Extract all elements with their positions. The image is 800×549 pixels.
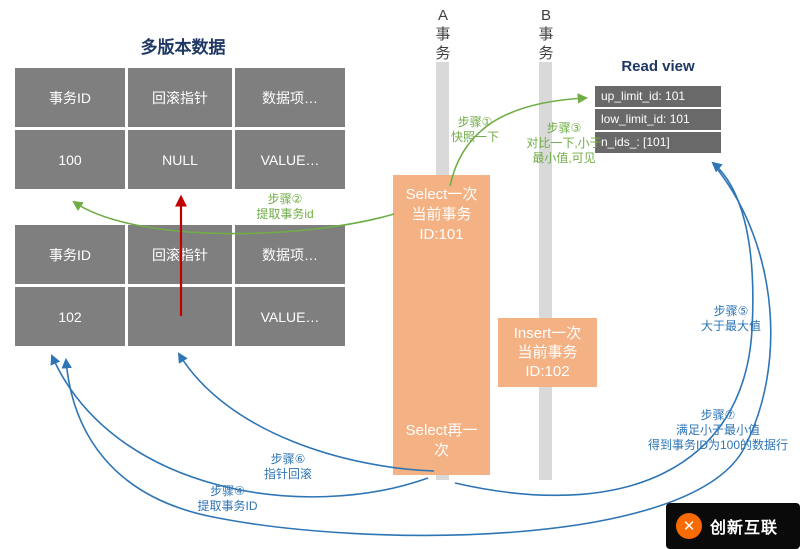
table-header-cell: 数据项… <box>235 68 345 127</box>
table-header-cell: 回滚指针 <box>128 68 232 127</box>
table-header-cell: 数据项… <box>235 225 345 284</box>
arrow-step4-extract-id <box>50 354 429 498</box>
table-data-cell: NULL <box>128 130 232 189</box>
step-5-label: 步骤⑤ 大于最大值 <box>700 304 761 333</box>
step-1-label: 步骤① 快照一下 <box>450 115 499 144</box>
table-data-cell: 100 <box>15 130 125 189</box>
read-view-up-limit: up_limit_id: 101 <box>595 86 721 107</box>
table-data-cell: 102 <box>15 287 125 346</box>
read-view-box: up_limit_id: 101 low_limit_id: 101 n_ids… <box>595 86 721 155</box>
transaction-a-label: A 事 务 <box>435 7 451 62</box>
table-data-cell <box>128 287 232 346</box>
watermark-text: 创新互联 <box>710 520 779 537</box>
version-table-top: 事务ID 回滚指针 数据项… 100 NULL VALUE… <box>15 68 345 189</box>
select-again-label: Select再一 次 <box>405 422 478 459</box>
step-2-label: 步骤② 提取事务id <box>256 192 314 221</box>
version-table-bottom: 事务ID 回滚指针 数据项… 102 VALUE… <box>15 225 345 346</box>
step-4-label: 步骤④ 提取事务ID <box>197 484 258 513</box>
read-view-n-ids: n_ids_: [101] <box>595 132 721 153</box>
diagram-title: 多版本数据 <box>140 38 226 57</box>
step-7-label: 步骤⑦ 满足小于最小值 得到事务ID为100的数据行 <box>647 408 789 452</box>
read-view-low-limit: low_limit_id: 101 <box>595 109 721 130</box>
table-header-cell: 事务ID <box>15 68 125 127</box>
table-data-cell: VALUE… <box>235 287 345 346</box>
table-data-cell: VALUE… <box>235 130 345 189</box>
step-6-label: 步骤⑥ 指针回滚 <box>263 452 312 481</box>
table-header-cell: 回滚指针 <box>128 225 232 284</box>
x-logo-icon: ✕ <box>676 513 702 539</box>
read-view-title: Read view <box>621 58 695 75</box>
insert-transaction-box: Insert一次 当前事务 ID:102 <box>498 318 597 387</box>
watermark-logo: ✕ 创新互联 <box>666 503 800 549</box>
step-3-label: 步骤③ 对比一下,小于 最小值,可见 <box>526 121 602 165</box>
transaction-b-label: B 事 务 <box>538 7 554 62</box>
select-transaction-box: Select一次 当前事务 ID:101 Select再一 次 <box>393 175 490 475</box>
select-once-label: Select一次 当前事务 ID:101 <box>405 186 478 243</box>
table-header-cell: 事务ID <box>15 225 125 284</box>
